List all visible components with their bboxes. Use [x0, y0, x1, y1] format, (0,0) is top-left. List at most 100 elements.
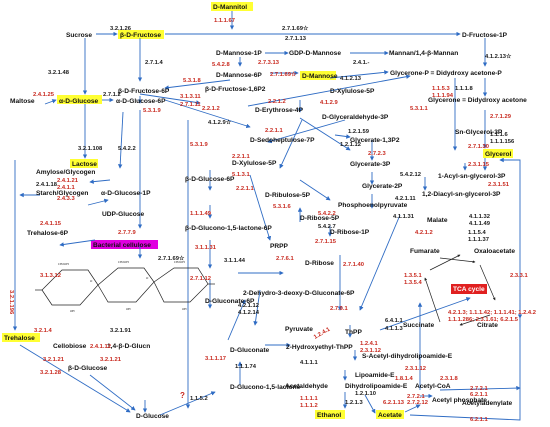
ring-label-o-2: O: [146, 276, 149, 280]
ec-label: 2.2.1.2: [268, 99, 286, 105]
ec-label: 4.2.1.11: [395, 196, 416, 202]
ec-label: 1.2.1.59: [348, 129, 370, 135]
ec-label: 5.3.1.9: [190, 142, 209, 148]
node-d-glyceraldehyde-3p: D-Glyceraldehyde-3P: [322, 114, 389, 121]
tca-cycle-highlight: [451, 284, 487, 294]
node-d-mannose-1p: D-Mannose-1P: [216, 50, 262, 57]
ec-label: 1.3.5.4: [404, 280, 423, 286]
ec-label: 4.1.2.13: [340, 76, 362, 82]
node-phosphoenolpyruvate: Phosphoenolpyruvate: [338, 202, 408, 209]
node-d-erythrose-4p: D-Erythrose-4P: [255, 107, 304, 114]
node-trehalose-6p: Trehalose-6P: [27, 230, 69, 237]
node-fumarate: Fumarate: [410, 248, 440, 255]
ec-label: 1.1.5.4: [468, 230, 487, 236]
ec-label: 2.3.3.1: [510, 273, 529, 279]
ec-label: 3.2.1.21: [43, 357, 65, 363]
cellulose-chain-structure: CH2OH OH O CH2OH OH O CH2OH OH: [35, 260, 215, 313]
pathway-arrows: [12, 11, 523, 421]
node-trehalose: Trehalose: [4, 335, 35, 342]
node-acetyl-phosphate: Acetyl phosphate: [432, 397, 487, 404]
question-mark-icon: ?: [180, 391, 185, 400]
ec-label: 5.1.3.1: [232, 172, 251, 178]
ec-label: 2.2.1.2: [202, 106, 220, 112]
node-b-d-fructose-16p2: β-D-Fructose-1,6P2: [205, 86, 266, 93]
node-malate: Malate: [427, 217, 448, 224]
ec-label: 5.4.2.2: [318, 211, 336, 217]
node-d-xylulose-5p-top: D-Xylulose-5P: [330, 88, 375, 95]
ec-label: 1.3.5.1: [404, 273, 423, 279]
ec-label: 1.2.1.3: [345, 400, 364, 406]
node-pyruvate: Pyruvate: [285, 326, 313, 333]
ec-label: 1.1.1.6: [490, 132, 509, 138]
node-b14-d-glucan: 1,4-β-D-Glucn: [107, 343, 150, 350]
ec-label: 3.2.1.26: [110, 26, 132, 32]
ec-label: 2.7.1.2: [103, 92, 121, 98]
node-d-gluconate-6p: D-Gluconate-6P: [205, 298, 255, 305]
ec-label: 6.4.1.1: [385, 318, 404, 324]
ring-label-ch2oh-3: CH2OH: [174, 260, 185, 264]
ec-label: 5.4.2.12: [400, 172, 421, 178]
node-glycerate-3p: Glycerate-3P: [350, 161, 391, 168]
ring-label-ch2oh-1: CH2OH: [58, 262, 69, 266]
ec-label: 6.2.1.1: [470, 392, 489, 398]
ec-label: 3.2.1.28: [40, 370, 62, 376]
node-mannan: Mannan/1,4-β-Mannan: [389, 50, 458, 57]
ec-label: 2.7.9.1: [330, 306, 349, 312]
ec-label: 1.2.4.1: [360, 341, 379, 347]
ec-label: 5.4.2.7: [318, 224, 336, 230]
ec-label: 4.2.1.3; 1.1.1.42; 1.1.1.41; 1.2.4.2: [448, 310, 536, 316]
ec-label: 4.1.1.32: [469, 214, 490, 220]
ec-label: 5.3.1.8: [183, 78, 202, 84]
node-acyl-glycerol-3p: 1-Acyl-sn-glycerol-3P: [438, 173, 506, 180]
node-glycerol: Glycerol: [485, 151, 512, 158]
node-a-d-glucose-1p: α-D-Glucose-1P: [101, 190, 151, 197]
b-d-fructose-highlight: [118, 30, 164, 39]
ec-label: 3.2.1.196: [8, 290, 14, 315]
ec-label: 2.7.2.3: [368, 151, 387, 157]
ec-label: 2.3.1.8: [440, 376, 459, 382]
ec-label: 2.7.2.12: [407, 400, 428, 406]
node-glycerate-2p: Glycerate-2P: [362, 183, 403, 190]
node-s-acetyl-dihydrolipoamide: S-Acetyl-dihydrolipoamide-E: [362, 353, 453, 360]
node-glycerone-p: Glycerone-P = Didydroxy acetone-P: [390, 70, 502, 77]
ec-label: 1.2.4.1: [313, 326, 332, 340]
ec-label: 2.4.1.25: [33, 92, 55, 98]
ec-label: 2.7.6.1: [276, 256, 295, 262]
node-tca-cycle: TCA cycle: [453, 286, 485, 293]
ring-label-oh-2: OH: [126, 307, 131, 311]
ec-label: 2.4.1.18: [36, 182, 58, 188]
node-glycerate-13p2: Glycerate-1,3P2: [350, 137, 400, 144]
a-d-glucose-highlight: [57, 95, 102, 104]
node-b-d-glucono-lactone-6p-1: β-D-Glucono-1,5-lactone-6P: [185, 225, 272, 232]
ring-label-o-1: O: [90, 279, 93, 283]
node-bacterial-cellulose: Bacterial cellulose: [93, 242, 151, 249]
ec-label: 5.3.1.1: [410, 106, 429, 112]
ec-label: 4.1.1.31: [393, 214, 415, 220]
ec-label: 3.1.1.31: [195, 245, 217, 251]
node-citrate: Citrate: [477, 322, 498, 329]
ec-label: 2.3.1.51: [488, 182, 510, 188]
ec-label: 1.1.1.2: [300, 403, 318, 409]
ec-label: 2.4.1.1: [57, 185, 76, 191]
ec-label: 2.2.1.1: [265, 128, 284, 134]
ec-label: 6.2.1.1: [470, 417, 489, 423]
node-cellobiose: Cellobiose: [53, 343, 87, 350]
ec-label: 2.7.1.29: [490, 114, 512, 120]
ec-label: 1.1.1.37: [468, 237, 489, 243]
ec-label: 2.3.1.12: [405, 366, 426, 372]
node-maltose: Maltose: [10, 98, 35, 105]
node-d-mannitol: D-Mannitol: [213, 4, 247, 11]
acetate-highlight: [376, 410, 404, 419]
ec-label: 1.1.1.94: [432, 93, 454, 99]
node-udp-glucose: UDP-Glucose: [102, 211, 144, 218]
ec-label: 1.2.1.12: [340, 142, 361, 148]
ec-label: 1.1.1.8: [455, 86, 474, 92]
d-mannose-highlight: [300, 71, 336, 80]
node-acetate: Acetate: [378, 412, 402, 419]
ec-label: 1.2.1.10: [355, 391, 376, 397]
node-d-glucono-lactone: D-Glucono-1,5-lactone: [230, 384, 301, 391]
ec-label: 1.1.1.67: [214, 18, 235, 24]
ec-label: 2.4.1.21: [57, 178, 79, 184]
ec-label: 3.1.3.12: [40, 273, 61, 279]
ec-label: 1.8.1.4: [395, 376, 414, 382]
